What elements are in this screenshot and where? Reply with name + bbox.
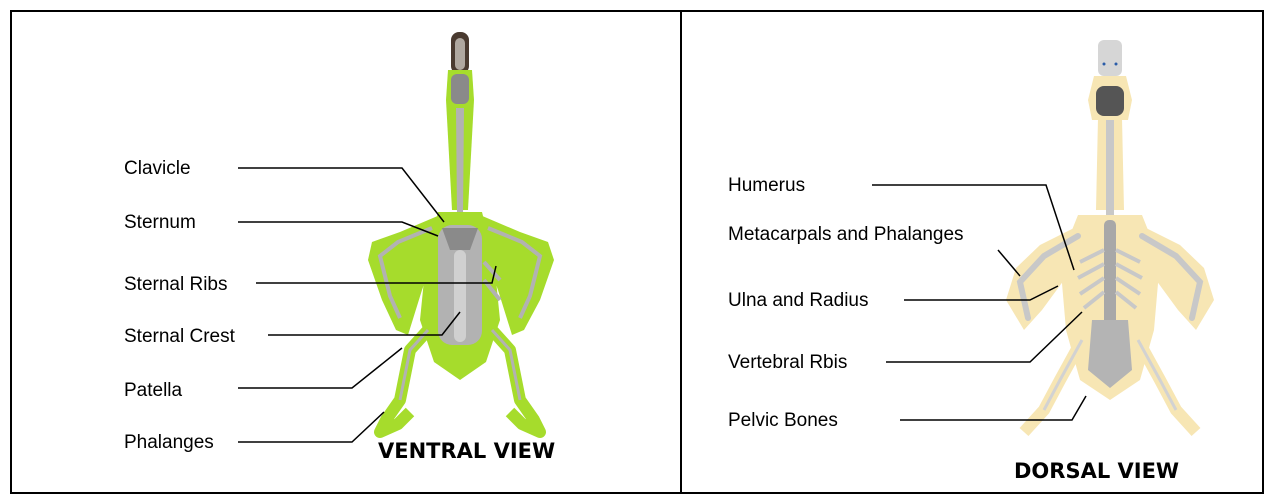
label-sternum: Sternum [124,212,196,233]
ventral-panel: Clavicle Sternum Sternal Ribs Sternal Cr… [124,32,555,463]
dorsal-view-title: DORSAL VIEW [1014,459,1179,483]
leader-line-vertebral-ribs [886,312,1082,362]
leader-line-patella [238,348,402,388]
dorsal-panel: Humerus Metacarpals and Phalanges Ulna a… [728,40,1214,483]
label-phalanges: Phalanges [124,432,214,453]
skull-bone [1096,86,1124,116]
label-metacarpals-and-phalanges: Metacarpals and Phalanges [728,224,964,245]
label-clavicle: Clavicle [124,158,191,179]
label-sternal-ribs: Sternal Ribs [124,274,228,295]
leader-line-pelvic-bones [900,396,1086,420]
leader-line-clavicle [238,168,444,222]
label-patella: Patella [124,380,183,401]
label-vertebral-ribs: Vertebral Rbis [728,352,847,373]
label-humerus: Humerus [728,175,805,196]
label-ulna-and-radius: Ulna and Radius [728,290,868,311]
head-shape [1098,40,1122,76]
ventral-view-title: VENTRAL VIEW [378,439,555,463]
label-sternal-crest: Sternal Crest [124,326,236,347]
label-pelvic-bones: Pelvic Bones [728,410,838,431]
leader-line-phalanges [238,412,384,442]
leader-line-metacarpals [998,250,1020,276]
dorsal-bird-illustration [1006,40,1214,432]
ventral-bird-illustration [368,32,554,432]
